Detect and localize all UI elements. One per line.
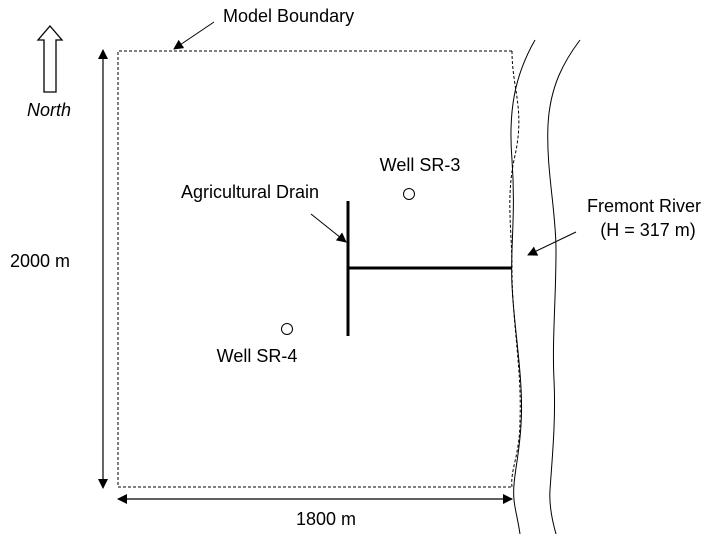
river-head-label: (H = 317 m) [600, 220, 696, 240]
vertical-dimension-label: 2000 m [10, 251, 70, 271]
river-bank-west [510, 39, 536, 534]
model-boundary-pointer [173, 21, 215, 50]
river-name-label: Fremont River [587, 196, 701, 216]
well-sr4-marker [281, 323, 293, 335]
north-label: North [27, 100, 71, 120]
north-arrow-icon [36, 25, 64, 93]
agricultural-drain-label: Agricultural Drain [181, 182, 319, 202]
model-boundary-outline [117, 50, 512, 488]
agricultural-drain-pointer [310, 213, 347, 243]
well-sr3-label: Well SR-3 [380, 155, 461, 175]
well-sr4-label: Well SR-4 [217, 346, 298, 366]
river-bank-east [547, 39, 581, 534]
river-pointer [527, 231, 577, 256]
horizontal-dimension-label: 1800 m [296, 509, 356, 529]
model-boundary-label: Model Boundary [223, 6, 354, 26]
well-sr3-marker [403, 188, 415, 200]
